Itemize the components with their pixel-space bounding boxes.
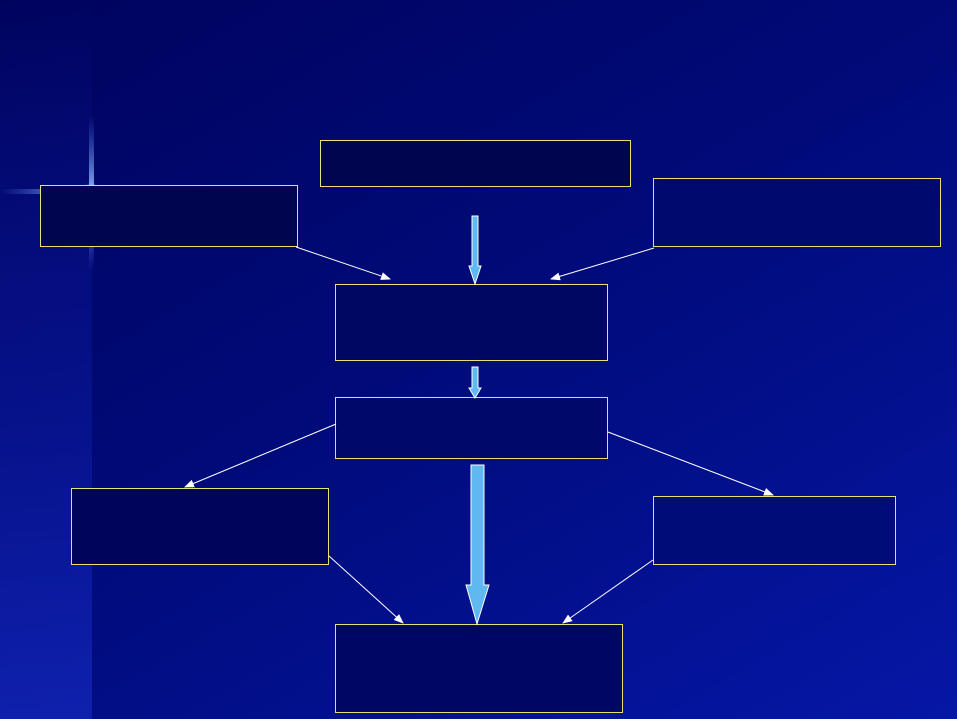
connector-lower-left-to-bottom (328, 555, 404, 624)
connector-right-to-middle (550, 247, 655, 281)
box-lower-right (653, 496, 896, 565)
block-arrow-center-to-bottom (465, 464, 490, 626)
connector-left-to-middle (295, 246, 391, 280)
left-gradient-band (0, 0, 92, 719)
box-center (335, 397, 608, 459)
block-arrow-top-to-middle (468, 215, 482, 286)
box-left (40, 185, 298, 247)
box-top-center (320, 140, 631, 187)
connector-lower-right-to-bottom (562, 559, 654, 624)
box-bottom (335, 624, 623, 713)
box-lower-left (71, 488, 329, 565)
connector-center-to-lower-right (607, 431, 774, 496)
block-arrow-middle-to-center (468, 366, 482, 399)
box-right (653, 178, 941, 247)
box-middle (335, 284, 608, 361)
connector-center-to-lower-left (184, 423, 337, 488)
